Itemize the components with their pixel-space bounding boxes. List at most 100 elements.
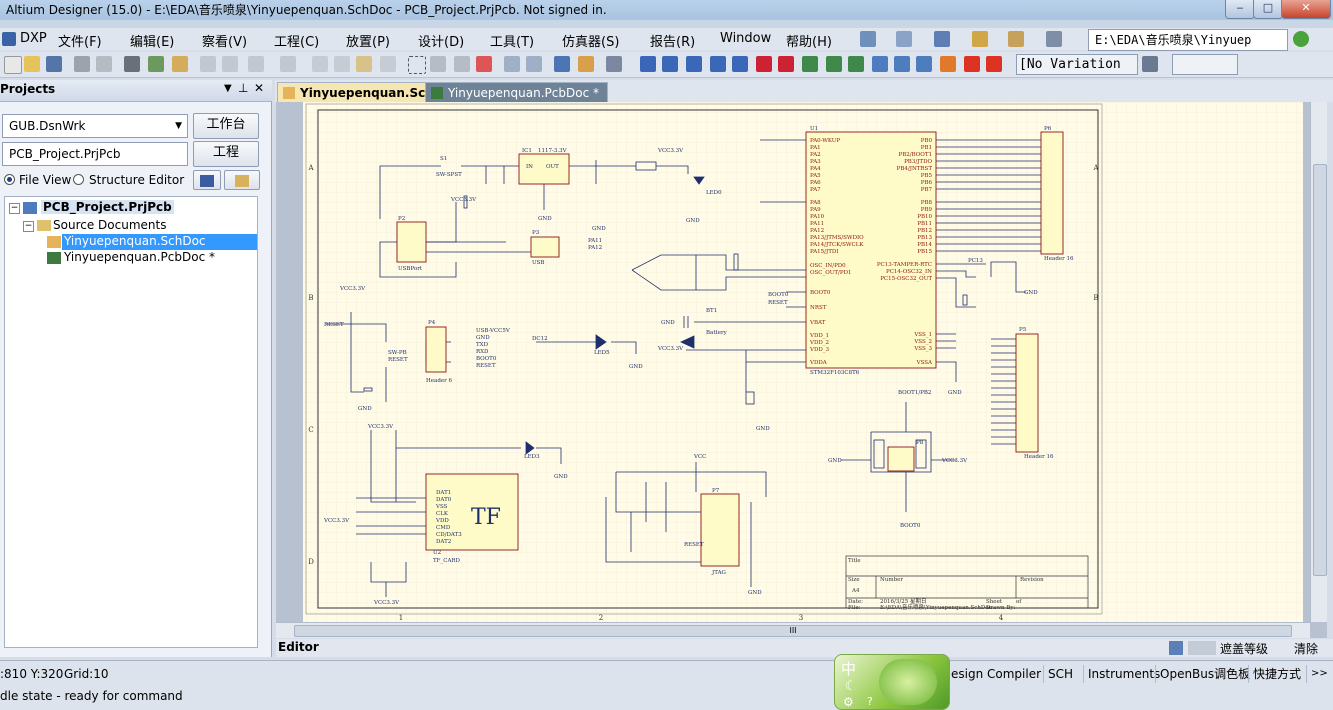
clear-button[interactable]: 清除 [1294,642,1319,656]
pin-icon[interactable]: ⊥ [238,81,249,95]
align-icon[interactable] [896,31,912,47]
directives-icon[interactable] [940,56,956,72]
sheet-symbol-icon[interactable] [826,56,842,72]
project-options-button[interactable] [193,170,221,190]
tree-pcbdoc[interactable]: Yinyuepenquan.PcbDoc * [64,250,215,264]
vcc-port-icon[interactable] [778,56,794,72]
project-button[interactable]: 工程 [193,141,259,167]
save-icon[interactable] [46,56,62,72]
hierarchy-icon[interactable] [554,56,570,72]
parts-icon[interactable] [972,31,988,47]
parameter-combo[interactable] [1172,54,1238,75]
deselect-icon[interactable] [476,56,492,72]
sheet-entry-icon[interactable] [848,56,864,72]
off-sheet-icon[interactable] [916,56,932,72]
menu-window[interactable]: Window [720,31,772,46]
design-compiler-button[interactable]: esign Compiler [946,665,1045,683]
project-menu-button[interactable] [224,170,260,190]
bus-icon[interactable] [662,56,678,72]
ports-icon[interactable] [1008,31,1024,47]
navigate-icon[interactable] [1293,31,1309,47]
panel-menu-icon[interactable]: ▼ [224,83,232,94]
ime-language[interactable]: 中 [841,660,857,678]
moon-icon[interactable]: ☾ [845,679,857,694]
print-icon[interactable] [74,56,90,72]
tree-source-documents[interactable]: Source Documents [53,218,167,232]
close-button[interactable]: ✕ [1281,0,1331,19]
rubber-stamp-icon[interactable] [380,56,396,72]
bus-entry-icon[interactable] [686,56,702,72]
browse-library-icon[interactable] [606,56,622,72]
copy-icon[interactable] [334,56,350,72]
device-sheet-icon[interactable] [872,56,888,72]
place-part-icon[interactable] [802,56,818,72]
menu-design[interactable]: 设计(D) [418,35,465,50]
print-preview-icon[interactable] [96,56,112,72]
instruments-button[interactable]: Instruments [1083,665,1164,683]
variation-combo[interactable]: [No Variation [1016,54,1138,75]
no-erc-icon[interactable] [964,56,980,72]
tree-project[interactable]: PCB_Project.PrjPcb [41,200,174,214]
sch-button[interactable]: SCH [1043,665,1077,683]
panel-close-icon[interactable]: ✕ [254,81,265,95]
power-port-icon[interactable] [934,31,950,47]
menu-tools[interactable]: 工具(T) [490,35,535,50]
settings-gear-icon[interactable]: ⚙ [843,695,854,709]
file-view-radio[interactable] [4,174,15,185]
mask-level-button[interactable]: 遮盖等级 [1220,642,1269,656]
zoom-fit-icon[interactable] [200,56,216,72]
menu-simulator[interactable]: 仿真器(S) [562,35,620,50]
signal-harness-icon[interactable] [710,56,726,72]
workspace-button[interactable]: 工作台 [193,113,259,139]
tab-schdoc[interactable]: Yinyuepenquan.SchDoc [277,82,469,103]
pencil-icon[interactable] [578,56,594,72]
path-combo[interactable]: E:\EDA\音乐喷泉\Yinyuep [1088,29,1288,51]
move-icon[interactable] [454,56,470,72]
open-project-icon[interactable] [124,56,140,72]
tree-schdoc[interactable]: Yinyuepenquan.SchDoc [62,234,257,250]
tab-pcbdoc[interactable]: Yinyuepenquan.PcbDoc * [425,82,608,103]
open-icon[interactable] [24,56,40,72]
ime-widget[interactable]: 中 ☾ ⚙ ? [834,654,950,710]
brush-icon[interactable] [1169,641,1183,655]
horizontal-scroll-thumb[interactable]: III [294,625,1292,637]
move-selection-icon[interactable] [430,56,446,72]
menu-help[interactable]: 帮助(H) [786,35,832,50]
maximize-button[interactable]: □ [1253,0,1283,19]
port-icon[interactable] [894,56,910,72]
collapse-folder-icon[interactable]: − [23,221,34,232]
horizontal-scrollbar[interactable]: III [276,622,1310,638]
compile-mask-icon[interactable] [986,56,1002,72]
more-panels-button[interactable]: >> [1306,665,1332,683]
openbus-button[interactable]: OpenBus调色板 [1155,665,1254,683]
editor-tab[interactable]: Editor [278,640,319,654]
project-field[interactable]: PCB_Project.PrjPcb [2,142,188,166]
menu-view[interactable]: 察看(V) [202,35,248,50]
schematic-sheet[interactable]: 1 2 3 4 A B C D A B [276,102,1310,622]
help-icon[interactable]: ? [867,695,873,708]
grid-icon[interactable] [1046,31,1062,47]
vertical-scrollbar[interactable] [1310,102,1327,622]
wire-icon[interactable] [640,56,656,72]
variants-icon[interactable] [1142,56,1158,72]
filter-icon[interactable] [1188,641,1216,655]
shortcuts-button[interactable]: 快捷方式 [1248,665,1305,683]
collapse-project-icon[interactable]: − [9,203,20,214]
select-inside-icon[interactable] [408,56,426,74]
vertical-scroll-thumb[interactable] [1313,164,1327,576]
undo-icon[interactable] [504,56,520,72]
zoom-last-icon[interactable] [280,56,296,72]
workspace-combo[interactable]: GUB.DsnWrk ▼ [2,114,188,138]
menu-edit[interactable]: 编辑(E) [130,35,175,50]
menu-dxp[interactable]: DXP [20,31,47,46]
menu-reports[interactable]: 报告(R) [650,35,696,50]
device-sheets-icon[interactable] [148,56,164,72]
schematic-editor[interactable]: 1 2 3 4 A B C D A B [276,102,1327,638]
paste-icon[interactable] [356,56,372,72]
structure-editor-radio[interactable] [73,174,84,185]
new-icon[interactable] [4,56,22,74]
net-label-icon[interactable] [732,56,748,72]
minimize-button[interactable]: ‒ [1225,0,1255,19]
wiring-icon[interactable] [860,31,876,47]
menu-place[interactable]: 放置(P) [346,35,390,50]
